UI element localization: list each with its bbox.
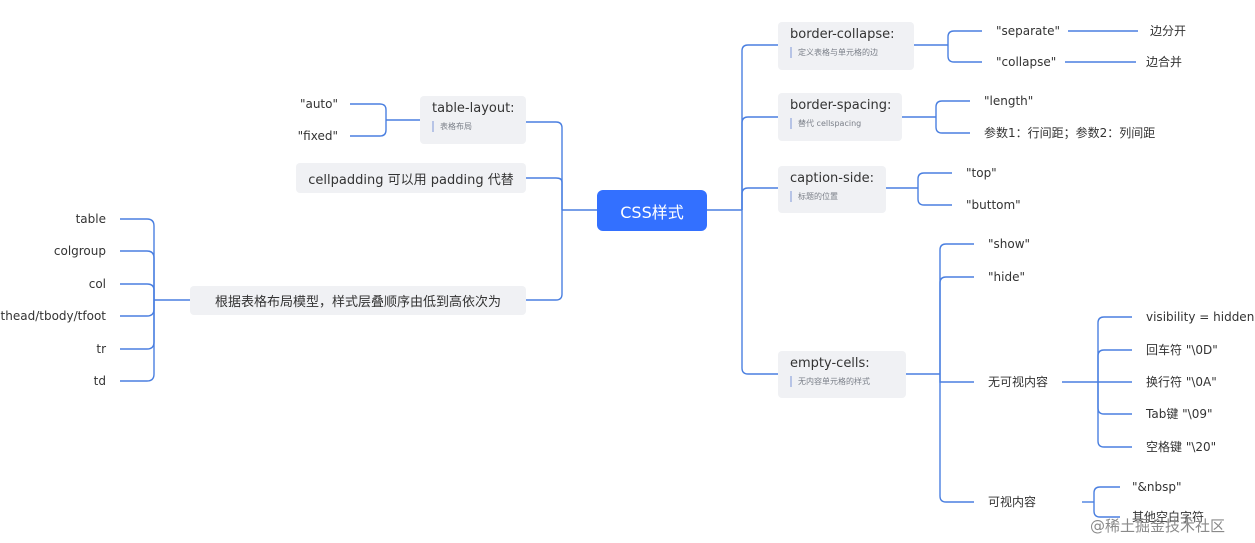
edge-params [935, 117, 970, 134]
edge-col [120, 283, 155, 300]
edge-thead [120, 300, 155, 317]
edge-other [1093, 502, 1120, 518]
edge-fixed [350, 120, 387, 137]
node-note: 无内容单元格的样式 [790, 376, 894, 387]
leaf-line-feed[interactable]: 换行符 "\0A" [1146, 375, 1217, 389]
leaf-length[interactable]: "length" [984, 94, 1034, 108]
node-title: border-collapse: [790, 27, 895, 42]
node-cellpadding[interactable]: cellpadding 可以用 padding 代替 [296, 163, 526, 193]
edge-root-border-collapse [741, 44, 778, 210]
node-cascade-order[interactable]: 根据表格布局模型，样式层叠顺序由低到高依次为 [190, 286, 526, 315]
leaf-buttom[interactable]: "buttom" [966, 198, 1021, 212]
leaf-other-whitespace[interactable]: 其他空白字符 [1132, 510, 1205, 524]
edge-cr [1097, 349, 1132, 382]
leaf-collapse[interactable]: "collapse" [996, 55, 1057, 69]
node-note: 替代 cellspacing [790, 118, 890, 129]
watermark: @稀土掘金技术社区 [1090, 517, 1226, 535]
leaf-invisible-content[interactable]: 无可视内容 [988, 375, 1049, 389]
node-title: table-layout: [432, 101, 515, 116]
edge-root-border-spacing [741, 116, 778, 210]
leaf-table[interactable]: table [75, 212, 106, 226]
edge-root-cellpadding [526, 177, 563, 210]
leaf-separate-meaning[interactable]: 边分开 [1150, 24, 1187, 38]
leaf-show[interactable]: "show" [988, 237, 1031, 251]
leaf-fixed[interactable]: "fixed" [297, 129, 338, 143]
edge-invisible [939, 374, 974, 383]
edge-visibility [1097, 316, 1132, 382]
edge-collapse [947, 45, 982, 63]
leaf-td[interactable]: td [93, 374, 106, 388]
edge-root-caption-side [741, 187, 778, 210]
node-title: border-spacing: [790, 98, 892, 113]
edge-table [120, 218, 155, 300]
node-border-collapse[interactable]: border-collapse: 定义表格与单元格的边 [778, 22, 914, 70]
node-title: caption-side: [790, 171, 874, 186]
edge-show [939, 243, 974, 374]
leaf-visibility-hidden[interactable]: visibility = hidden [1146, 310, 1255, 324]
edge-root-table-layout [526, 121, 563, 210]
edge-root-cascade [526, 210, 563, 301]
leaf-nbsp[interactable]: "&nbsp" [1132, 480, 1182, 494]
edge-space [1097, 382, 1132, 448]
leaf-colgroup[interactable]: colgroup [53, 244, 106, 258]
leaf-col[interactable]: col [88, 277, 106, 291]
leaf-spacing-params[interactable]: 参数1：行间距；参数2：列间距 [984, 126, 1156, 140]
edge-tr [120, 300, 155, 350]
leaf-thead-tbody-tfoot[interactable]: thead/tbody/tfoot [0, 309, 106, 323]
edge-tab [1097, 382, 1132, 415]
edge-hide [939, 276, 974, 374]
node-title: empty-cells: [790, 356, 870, 371]
edge-root-empty-cells [741, 210, 778, 375]
edge-separate [947, 30, 982, 45]
node-note: 定义表格与单元格的边 [790, 47, 902, 58]
leaf-carriage-return[interactable]: 回车符 "\0D" [1146, 343, 1218, 357]
edge-buttom [917, 188, 952, 206]
leaf-visible-content[interactable]: 可视内容 [988, 495, 1037, 509]
leaf-space[interactable]: 空格键 "\20" [1146, 440, 1217, 454]
leaf-top[interactable]: "top" [966, 166, 997, 180]
node-note: 表格布局 [432, 121, 514, 132]
root-node[interactable]: CSS样式 [597, 190, 707, 231]
leaf-tr[interactable]: tr [96, 342, 106, 356]
leaf-separate[interactable]: "separate" [996, 24, 1061, 38]
edge-colgroup [120, 250, 155, 300]
node-caption-side[interactable]: caption-side: 标题的位置 [778, 166, 886, 213]
edge-length [935, 100, 970, 117]
leaf-collapse-meaning[interactable]: 边合并 [1146, 55, 1183, 69]
edge-top [917, 172, 952, 188]
leaf-auto[interactable]: "auto" [299, 97, 338, 111]
edge-nbsp [1093, 486, 1120, 502]
leaf-tab[interactable]: Tab键 "\09" [1146, 407, 1213, 421]
node-table-layout[interactable]: table-layout: 表格布局 [420, 96, 526, 144]
edge-visible [939, 374, 974, 503]
node-note: 标题的位置 [790, 191, 874, 202]
node-border-spacing[interactable]: border-spacing: 替代 cellspacing [778, 93, 902, 141]
node-empty-cells[interactable]: empty-cells: 无内容单元格的样式 [778, 351, 906, 398]
edge-td [120, 300, 155, 382]
leaf-hide[interactable]: "hide" [988, 270, 1025, 284]
edge-auto [350, 103, 387, 120]
